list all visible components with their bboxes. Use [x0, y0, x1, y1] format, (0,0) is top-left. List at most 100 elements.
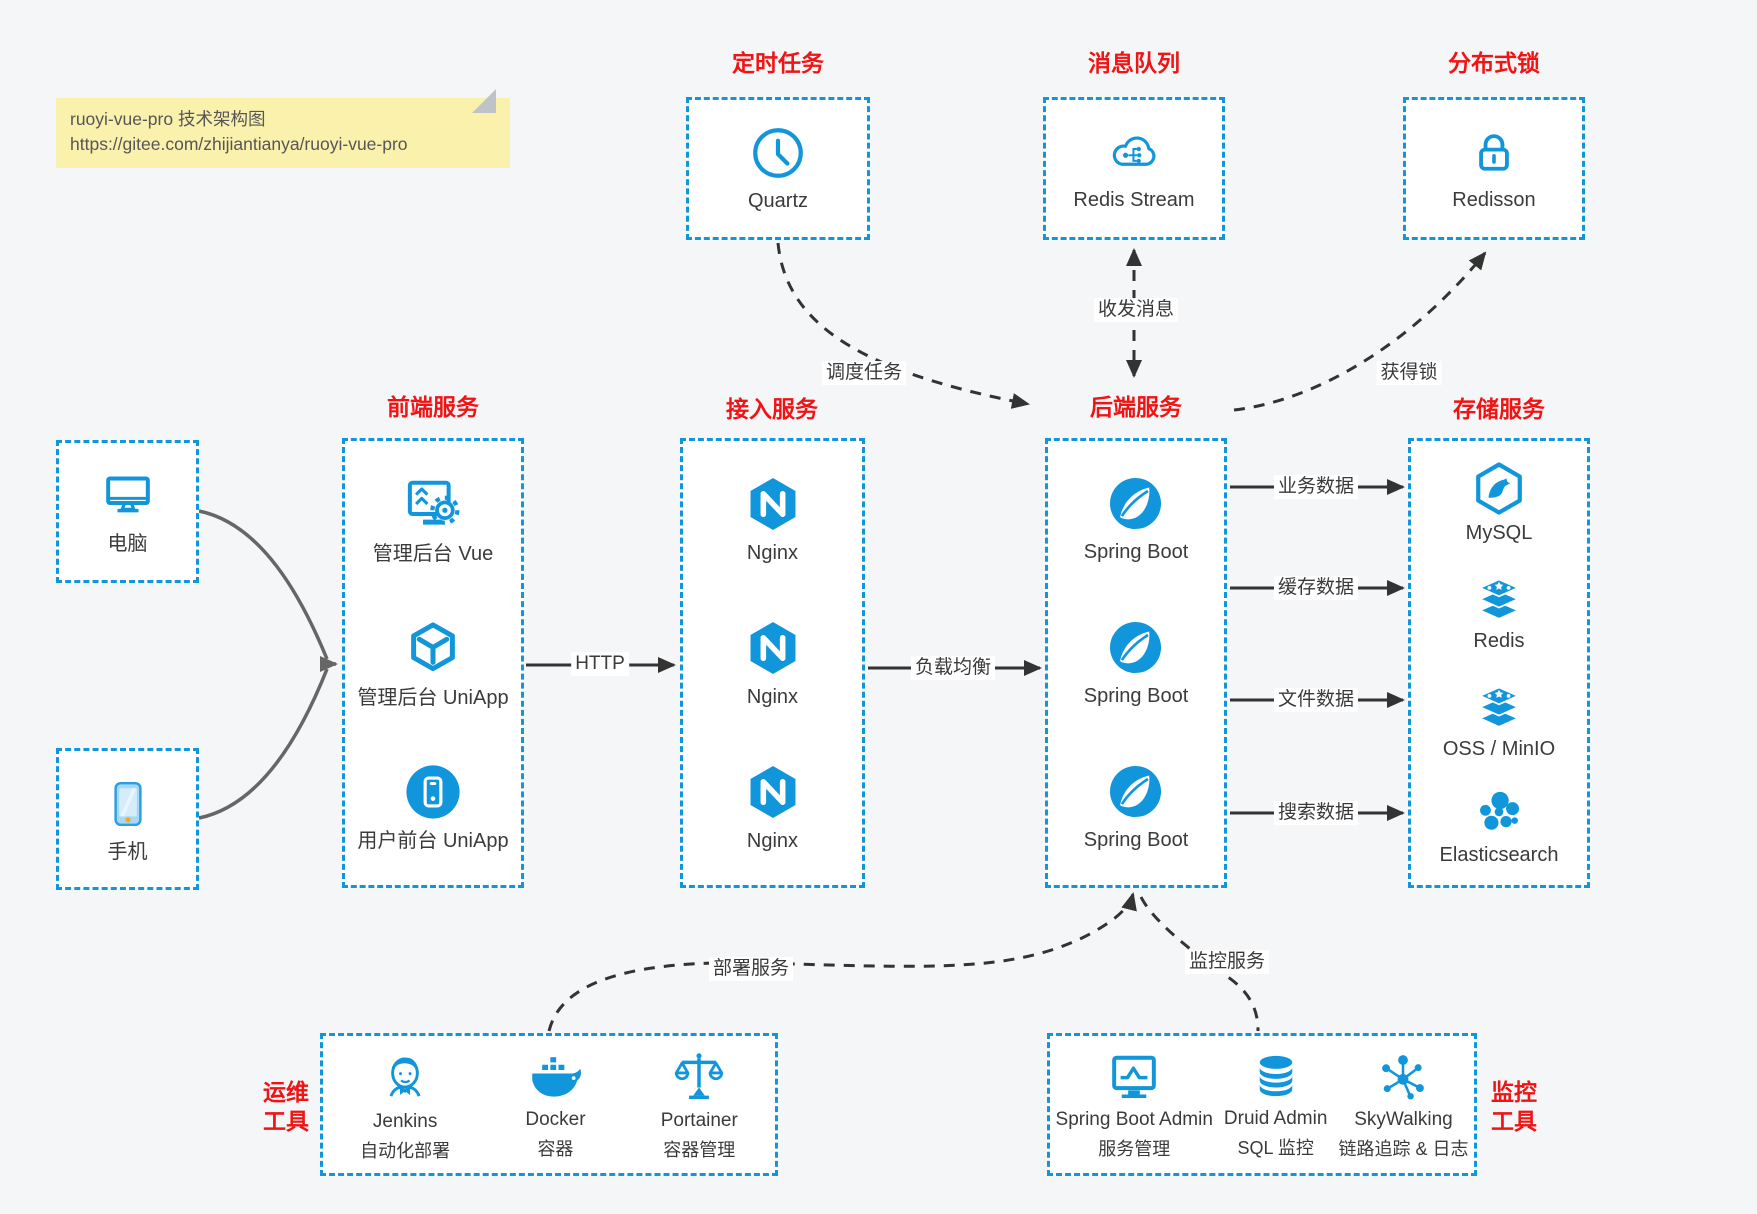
edge-label-lock: 获得锁 — [1376, 361, 1442, 385]
mobile-client-node: 手机 — [56, 748, 199, 890]
sticky-note: ruoyi-vue-pro 技术架构图 https://gitee.com/zh… — [56, 89, 510, 168]
edge-label-schedule: 调度任务 — [821, 361, 907, 385]
tool-desc: SQL 监控 — [1237, 1137, 1314, 1158]
node-label: 管理后台 Vue — [372, 542, 494, 565]
storage-item-oss: OSS / MinIO — [1443, 679, 1555, 760]
redis-stream-node: Redis Stream — [1043, 97, 1225, 240]
node-label: Quartz — [747, 190, 809, 212]
node-label: MySQL — [1465, 521, 1533, 544]
ops-tools-box: Jenkins 自动化部署 Docker 容器 Portainer 容器管理 — [320, 1033, 778, 1176]
column-title-gateway: 接入服务 — [726, 396, 818, 422]
tool-item-jenkins: Jenkins 自动化部署 — [360, 1047, 450, 1163]
elasticsearch-icon — [1471, 787, 1527, 839]
tool-item-druid: Druid Admin SQL 监控 — [1223, 1050, 1328, 1160]
spring-icon — [1107, 763, 1164, 820]
oss-stack-icon — [1469, 679, 1529, 733]
node-label: Spring Boot — [1083, 685, 1189, 707]
column-title-frontend: 前端服务 — [387, 394, 479, 420]
storage-item-redis: Redis — [1469, 571, 1529, 652]
node-label: 管理后台 UniApp — [357, 687, 509, 710]
edge-phone-to-frontend — [198, 668, 329, 820]
tool-desc: 容器 — [537, 1138, 574, 1159]
druid-database-icon — [1250, 1050, 1302, 1104]
note-url: https://gitee.com/zhijiantianya/ruoyi-vu… — [70, 134, 408, 154]
node-label: 用户前台 UniApp — [357, 830, 509, 853]
column-title-backend: 后端服务 — [1090, 394, 1182, 420]
tool-desc: 容器管理 — [663, 1139, 736, 1160]
nginx-item-3: Nginx — [744, 763, 802, 852]
edge-deploy — [547, 892, 1137, 1032]
tool-item-portainer: Portainer 容器管理 — [661, 1048, 738, 1162]
node-label: Redis Stream — [1073, 189, 1195, 211]
storage-item-elasticsearch: Elasticsearch — [1439, 787, 1559, 866]
monitor-title-line2: 工具 — [1491, 1107, 1537, 1134]
springboot-item-3: Spring Boot — [1083, 763, 1189, 851]
group-title-scheduled-task: 定时任务 — [732, 50, 824, 76]
edge-label-cache-data: 缓存数据 — [1273, 576, 1359, 600]
portainer-icon — [671, 1048, 727, 1106]
spring-icon — [1107, 475, 1164, 532]
group-title-monitor-tools: 监控 工具 — [1483, 1078, 1545, 1136]
node-label: Nginx — [746, 685, 799, 708]
edge-label-http: HTTP — [571, 652, 629, 676]
node-label: 手机 — [107, 840, 148, 863]
tool-name: SkyWalking — [1354, 1108, 1453, 1130]
nginx-item-1: Nginx — [744, 475, 802, 564]
edge-lock — [1233, 251, 1487, 412]
nginx-icon — [744, 619, 802, 677]
tool-name: Docker — [525, 1108, 586, 1130]
nginx-item-2: Nginx — [744, 619, 802, 708]
uniapp-cube-icon — [402, 618, 464, 678]
backend-column: Spring Boot Spring Boot Spring Boot — [1045, 438, 1227, 888]
redisson-node: Redisson — [1403, 97, 1585, 240]
group-title-message-queue: 消息队列 — [1088, 50, 1180, 76]
admin-vue-icon — [402, 474, 464, 534]
monitor-title-line1: 监控 — [1491, 1079, 1537, 1105]
tool-item-spring-boot-admin: Spring Boot Admin 服务管理 — [1056, 1049, 1213, 1161]
ops-title-line1: 运维 — [263, 1079, 309, 1105]
node-label: Nginx — [746, 829, 799, 852]
node-label: Elasticsearch — [1439, 843, 1559, 866]
group-title-ops-tools: 运维 工具 — [255, 1078, 317, 1136]
node-label: Spring Boot — [1083, 541, 1189, 563]
tool-desc: 自动化部署 — [360, 1140, 451, 1161]
node-label: OSS / MinIO — [1442, 737, 1556, 760]
tool-name: Portainer — [660, 1109, 738, 1131]
gateway-column: Nginx Nginx Nginx — [680, 438, 865, 888]
group-title-distributed-lock: 分布式锁 — [1448, 50, 1540, 76]
ops-title-line2: 工具 — [263, 1107, 309, 1134]
skywalking-icon — [1375, 1049, 1431, 1105]
frontend-item-user-uniapp: 用户前台 UniApp — [357, 763, 509, 853]
monitor-tools-box: Spring Boot Admin 服务管理 Druid Admin SQL 监… — [1047, 1033, 1477, 1176]
edge-label-deploy: 部署服务 — [708, 957, 794, 981]
desktop-icon — [98, 468, 158, 524]
note-title: ruoyi-vue-pro 技术架构图 — [70, 109, 266, 129]
storage-item-mysql: MySQL — [1465, 461, 1533, 544]
tool-item-docker: Docker 容器 — [524, 1049, 586, 1161]
node-label: Spring Boot — [1083, 829, 1189, 851]
mysql-icon — [1470, 461, 1528, 517]
cloud-stream-icon — [1104, 126, 1164, 180]
frontend-item-admin-uniapp: 管理后台 UniApp — [357, 618, 509, 710]
springboot-item-2: Spring Boot — [1083, 619, 1189, 707]
note-fold-corner — [472, 89, 496, 113]
jenkins-icon — [378, 1047, 432, 1107]
tool-name: Jenkins — [372, 1110, 438, 1132]
nginx-icon — [744, 763, 802, 821]
spring-boot-admin-icon — [1105, 1049, 1163, 1105]
frontend-column: 管理后台 Vue 管理后台 UniApp 用户前台 UniApp — [342, 438, 524, 888]
edge-label-file-data: 文件数据 — [1273, 688, 1359, 712]
node-label: Nginx — [746, 541, 799, 564]
node-label: Redis — [1473, 629, 1525, 652]
edge-label-search-data: 搜索数据 — [1273, 801, 1359, 825]
frontend-item-admin-vue: 管理后台 Vue — [373, 474, 493, 565]
springboot-item-1: Spring Boot — [1083, 475, 1189, 563]
tool-name: Druid Admin — [1223, 1107, 1328, 1129]
redis-stack-icon — [1469, 571, 1529, 625]
edge-label-message: 收发消息 — [1093, 298, 1179, 322]
storage-column: MySQL Redis OSS / MinIO Elasticsearch — [1408, 438, 1590, 888]
tool-name: Spring Boot Admin — [1055, 1108, 1213, 1130]
smartphone-icon — [101, 776, 155, 832]
edge-label-monitor: 监控服务 — [1184, 950, 1270, 974]
